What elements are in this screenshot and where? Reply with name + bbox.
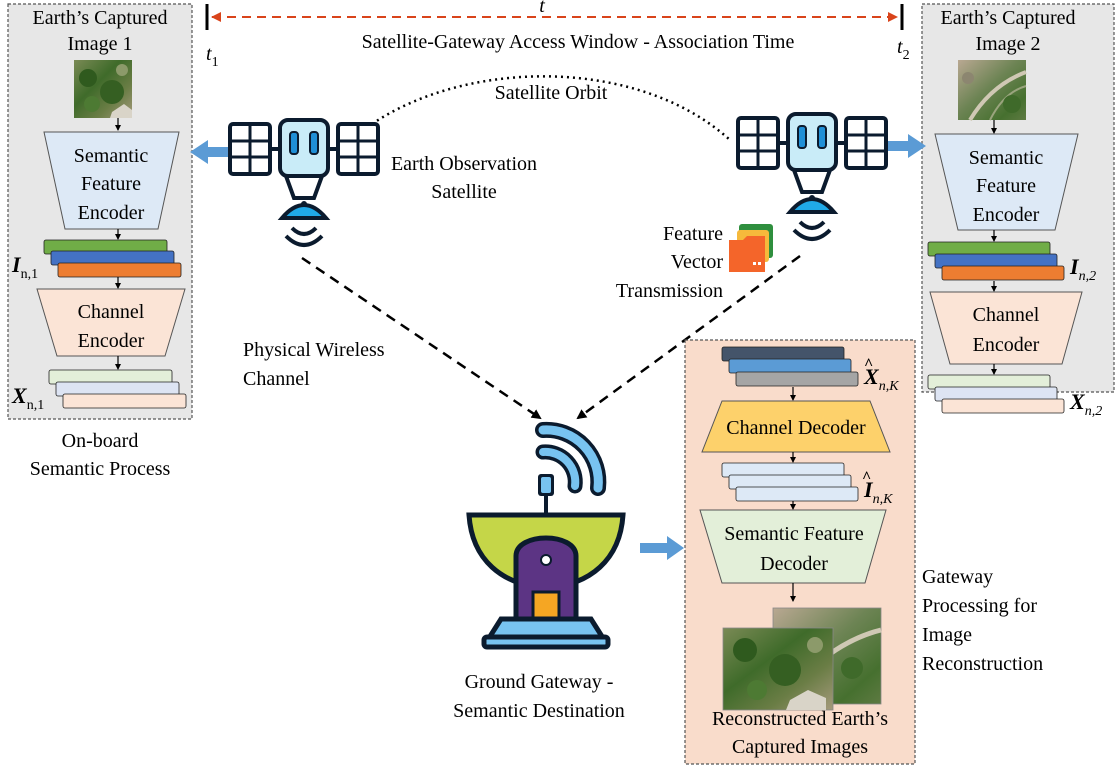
timeline: t t1 t2 Satellite-Gateway Access Window … <box>205 0 910 70</box>
right-encoded-signal <box>927 374 1065 414</box>
received-hat: ^ <box>864 356 873 373</box>
transmission-label: Feature <box>663 223 723 245</box>
timeline-t2-label: t2 <box>897 36 910 63</box>
gateway-decoder-panel: Xn,K ^ Channel Decoder In,K ^ Semantic F… <box>684 339 916 765</box>
gateway-process-label-3: Image <box>922 624 972 646</box>
received-signal-symbol: Xn,K <box>863 364 899 394</box>
svg-text:Feature: Feature <box>976 175 1036 197</box>
recovered-feature-vectors <box>721 462 859 502</box>
captured-image-2 <box>958 60 1027 122</box>
right-feature-symbol: In,2 <box>1069 254 1096 284</box>
svg-text:Semantic: Semantic <box>969 147 1044 169</box>
channel-decoder: Channel Decoder <box>701 400 891 453</box>
left-semantic-feature-encoder: Semantic Feature Encoder <box>43 131 180 230</box>
transmission-label-3: Transmission <box>616 280 723 302</box>
right-semantic-feature-encoder: Semantic Feature Encoder <box>934 133 1079 231</box>
output-label: Reconstructed Earth’s <box>712 708 888 730</box>
ground-gateway-icon <box>466 421 626 650</box>
semantic-feature-decoder: Semantic Feature Decoder <box>699 509 887 584</box>
right-panel-title-2: Image 2 <box>976 33 1041 55</box>
feature-folder-icon <box>729 224 773 272</box>
transmission-label-2: Vector <box>671 251 724 273</box>
left-panel-title-2: Image 1 <box>68 33 133 55</box>
svg-text:Encoder: Encoder <box>973 204 1040 226</box>
output-label-2: Captured Images <box>732 736 868 758</box>
svg-text:Encoder: Encoder <box>78 202 145 224</box>
downlink-left-arrow <box>301 256 542 420</box>
right-onboard-panel: Earth’s Captured Image 2 Semantic Featur… <box>921 3 1115 419</box>
left-panel-caption-2: Semantic Process <box>30 458 171 480</box>
satellite-left-label-2: Satellite <box>431 181 497 203</box>
downlink-right-arrow <box>576 254 801 420</box>
gateway-block-arrow <box>640 536 684 560</box>
recovered-hat: ^ <box>862 469 871 486</box>
left-onboard-panel: Earth’s Captured Image 1 Semantic Featur… <box>7 3 193 420</box>
left-signal-symbol: Xn,1 <box>11 383 44 413</box>
svg-text:Decoder: Decoder <box>760 553 828 575</box>
svg-text:Semantic Feature: Semantic Feature <box>724 523 864 545</box>
satellite-left-icon <box>228 118 380 247</box>
svg-text:Channel Decoder: Channel Decoder <box>726 417 866 439</box>
right-signal-symbol: Xn,2 <box>1069 389 1102 419</box>
svg-text:Semantic: Semantic <box>74 145 149 167</box>
channel-label-2: Channel <box>243 368 310 390</box>
satellite-right-icon <box>736 112 888 241</box>
gateway-label-2: Semantic Destination <box>453 700 625 722</box>
left-feature-symbol: In,1 <box>11 252 38 282</box>
received-signal-vectors <box>721 346 859 387</box>
left-encoded-signal <box>48 369 187 409</box>
left-panel-title: Earth’s Captured <box>33 7 168 29</box>
timeline-t-label: t <box>539 0 545 17</box>
right-feature-vectors <box>927 241 1065 281</box>
left-channel-encoder: Channel Encoder <box>36 288 186 357</box>
timeline-caption: Satellite-Gateway Access Window - Associ… <box>362 31 795 53</box>
captured-image-1 <box>74 60 132 118</box>
right-panel-title: Earth’s Captured <box>941 7 1076 29</box>
svg-text:Channel: Channel <box>78 301 145 323</box>
svg-text:Encoder: Encoder <box>78 330 145 352</box>
channel-label: Physical Wireless <box>243 339 385 361</box>
right-channel-encoder: Channel Encoder <box>929 291 1083 365</box>
left-panel-caption: On-board <box>62 430 139 452</box>
gateway-process-label: Gateway <box>922 566 993 588</box>
left-block-arrow <box>190 140 233 164</box>
left-feature-vectors <box>43 239 182 278</box>
recovered-feature-symbol: In,K <box>863 477 893 507</box>
timeline-t1-label: t1 <box>206 43 219 70</box>
satellite-orbit-path <box>371 75 731 141</box>
svg-text:Channel: Channel <box>973 304 1040 326</box>
orbit-label: Satellite Orbit <box>495 82 608 104</box>
svg-text:Feature: Feature <box>81 173 141 195</box>
gateway-label: Ground Gateway - <box>465 671 614 693</box>
svg-text:Encoder: Encoder <box>973 334 1040 356</box>
right-block-arrow <box>883 134 926 158</box>
satellite-left-label: Earth Observation <box>391 153 537 175</box>
gateway-process-label-4: Reconstruction <box>922 653 1043 675</box>
reconstructed-images <box>722 607 882 711</box>
gateway-process-label-2: Processing for <box>922 595 1037 617</box>
